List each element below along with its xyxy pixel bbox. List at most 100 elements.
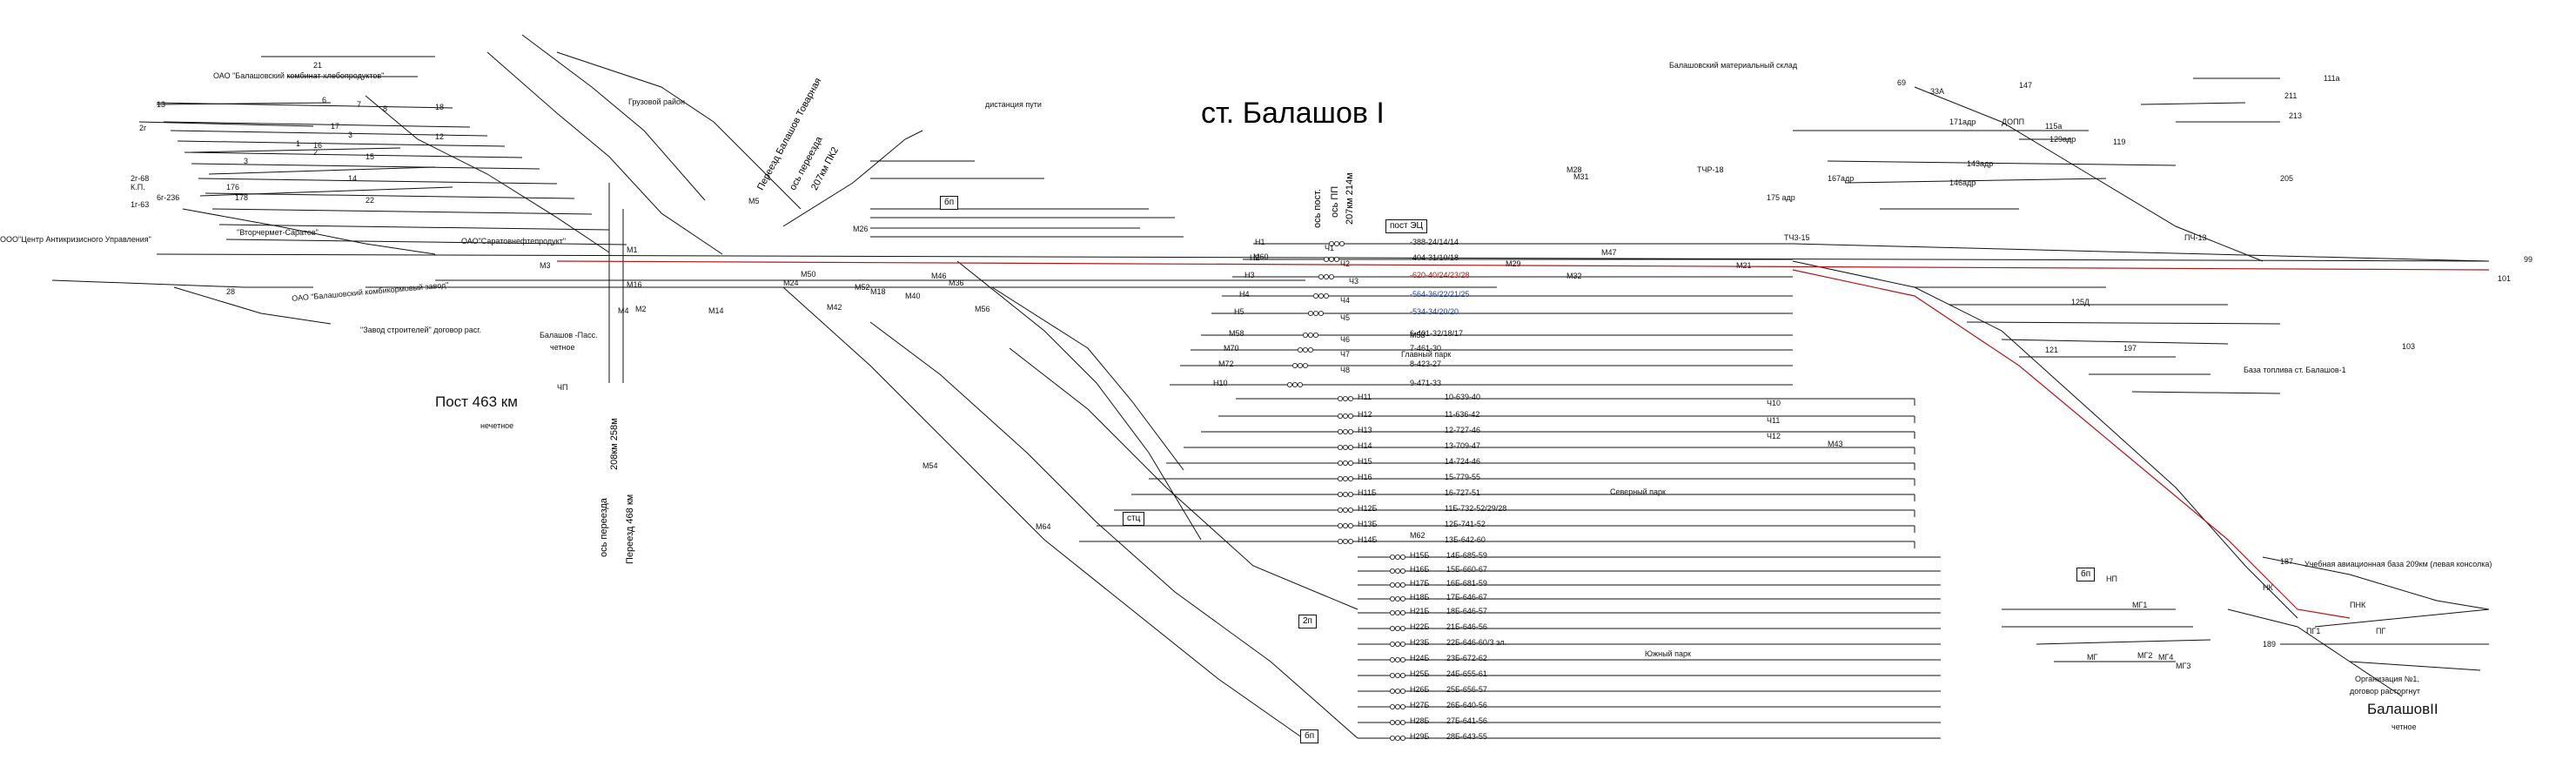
signal-lamp xyxy=(1308,346,1314,353)
signal-lamp xyxy=(1318,292,1325,299)
signal-name: М26 xyxy=(853,225,869,233)
track-spec: 15-779-55 xyxy=(1445,473,1481,481)
track-spec: 23Б-672-62 xyxy=(1446,654,1487,662)
signal-name: М28 xyxy=(1566,165,1582,174)
signal-name: М4 xyxy=(618,306,629,315)
track-spec: 16Б-681-59 xyxy=(1446,579,1487,588)
signal-lamp xyxy=(1395,596,1401,602)
bp-box: бп xyxy=(2076,568,2096,581)
signal-name: М46 xyxy=(931,272,947,280)
signal-lamp xyxy=(1395,626,1401,632)
track-name: Н29Б xyxy=(1410,732,1430,741)
siding xyxy=(1844,178,2107,184)
signal-name: М2 xyxy=(635,305,647,313)
signal-name: Ч11 xyxy=(1767,416,1781,425)
track-name: Н16Б xyxy=(1410,565,1430,574)
signal-name: Ч2 xyxy=(1340,259,1351,268)
track-spec: 12Б-741-52 xyxy=(1445,520,1486,528)
signal-lamp xyxy=(1348,523,1354,529)
signal-lamp xyxy=(1338,460,1344,467)
signal-lamp xyxy=(1318,310,1325,316)
track-spec: -564-36/22/21/25 xyxy=(1410,290,1470,299)
ladder-track xyxy=(956,260,1202,541)
signal-lamp xyxy=(1390,555,1396,561)
signal-name: М43 xyxy=(1828,440,1843,448)
signal-lamp xyxy=(1343,523,1349,529)
track-spec: -534-34/20/20 xyxy=(1410,307,1459,316)
enterprise-label: Учебная авиационная база 209км (левая ко… xyxy=(2304,560,2492,568)
signal-lamp xyxy=(1313,310,1319,316)
signal-name: М58 xyxy=(1410,331,1426,339)
right-label: 103 xyxy=(2402,342,2416,351)
enterprise-label: "Вторчермет-Саратов" xyxy=(237,228,319,237)
area-severny: Северный парк xyxy=(1610,487,1666,496)
signal-name: Ч1 xyxy=(1325,244,1335,252)
track-number: 22 xyxy=(366,196,375,205)
signal-lamp xyxy=(1395,736,1401,742)
signal-lamp xyxy=(1338,492,1344,498)
right-label: 111а xyxy=(2324,74,2340,83)
siding xyxy=(2001,339,2229,345)
right-label: ТЧР-18 xyxy=(1697,165,1724,174)
signal-lamp xyxy=(1338,507,1344,514)
signal-name: М56 xyxy=(975,305,990,313)
track-name: Н12 xyxy=(1358,410,1372,419)
track-spec: 24Б-655-61 xyxy=(1446,669,1487,678)
signal-name: М29 xyxy=(1506,259,1521,268)
siding xyxy=(2140,102,2246,105)
track-spec: -388-24/14/14 xyxy=(1410,238,1459,246)
track-spec: 15Б-660-67 xyxy=(1446,565,1487,574)
vertical-label: ось пост. xyxy=(1312,189,1323,228)
siding xyxy=(556,51,802,210)
balashov2-direction: четное xyxy=(2392,723,2417,731)
track-spec: 13Б-642-60 xyxy=(1445,535,1486,544)
right-label: 129адр xyxy=(2049,135,2076,144)
enterprise-label: ОАО"Саратовнефтепродукт" xyxy=(461,237,567,245)
track-spec: 27Б-641-56 xyxy=(1446,716,1487,725)
signal-name: М60 xyxy=(1253,252,1269,261)
signal-name: Ч12 xyxy=(1767,432,1781,440)
signal-lamp xyxy=(1390,610,1396,616)
track-number: 8 xyxy=(383,104,388,113)
enterprise-label: Организация №1, xyxy=(2355,675,2419,683)
signal-lamp xyxy=(1338,476,1344,482)
signal-lamp xyxy=(1400,673,1406,679)
signal-lamp xyxy=(1303,332,1309,338)
right-label: 119 xyxy=(2113,138,2126,146)
track-name: Н14 xyxy=(1358,441,1372,450)
signal-name: М16 xyxy=(627,280,642,289)
signal-name: М36 xyxy=(949,279,964,287)
signal-lamp xyxy=(1400,555,1406,561)
signal-name: М1 xyxy=(627,245,638,254)
right-label: 175 адр xyxy=(1767,193,1795,202)
right-label: 171адр xyxy=(1949,118,1976,126)
track-name: Н18Б xyxy=(1410,593,1430,602)
enterprise-label: ОАО "Балашовский комбинат хлебопродуктов… xyxy=(213,71,385,80)
signal-lamp xyxy=(1348,444,1354,450)
signal-lamp xyxy=(1400,582,1406,588)
signal-name: М47 xyxy=(1601,248,1617,257)
right-label: ДОПП xyxy=(2002,118,2025,126)
track-spec: 10-639-40 xyxy=(1445,393,1481,401)
track-name: Н22Б xyxy=(1410,622,1430,631)
track-name: М58 xyxy=(1229,329,1244,338)
signal-lamp xyxy=(1395,555,1401,561)
2p-box: 2п xyxy=(1298,615,1317,628)
right-label: 33А xyxy=(1930,87,1945,96)
signal-name: МГ1 xyxy=(2132,601,2148,609)
signal-name: МГ2 xyxy=(2137,651,2153,660)
siding xyxy=(2262,556,2490,610)
signal-lamp xyxy=(1348,476,1354,482)
signal-lamp xyxy=(1339,240,1345,246)
track-name: Н24Б xyxy=(1410,654,1430,662)
right-label: ТЧ3-15 xyxy=(1784,233,1810,242)
vertical-label: ось переезда xyxy=(599,498,609,557)
left-siding xyxy=(198,178,558,185)
signal-lamp xyxy=(1390,689,1396,695)
siding xyxy=(156,102,332,105)
track-number: 1г-63 xyxy=(131,200,150,209)
siding xyxy=(199,186,453,197)
right-label: 125Д xyxy=(2071,298,2090,306)
track-spec: -620-40/24/23/28 xyxy=(1410,271,1470,279)
signal-lamp xyxy=(1338,395,1344,401)
